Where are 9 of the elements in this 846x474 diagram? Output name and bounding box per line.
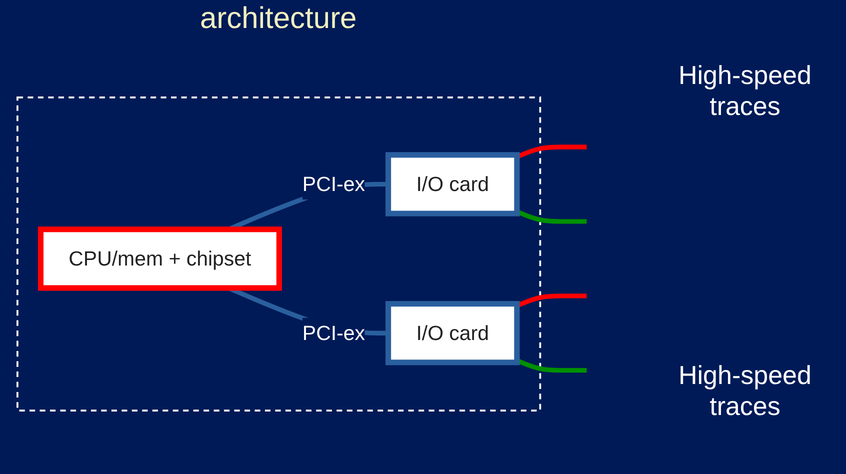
- node-box: I/O card: [385, 152, 520, 216]
- node-box: I/O card: [385, 301, 520, 366]
- trace-label: High-speed traces: [678, 360, 812, 422]
- edge-label: PCI-ex: [302, 172, 366, 196]
- edge-label: PCI-ex: [302, 321, 366, 345]
- cluster: [16, 96, 542, 412]
- node-box: CPU/mem + chipset: [38, 226, 282, 291]
- diagram-title: architecture: [200, 2, 357, 36]
- trace-label: High-speed traces: [678, 60, 812, 122]
